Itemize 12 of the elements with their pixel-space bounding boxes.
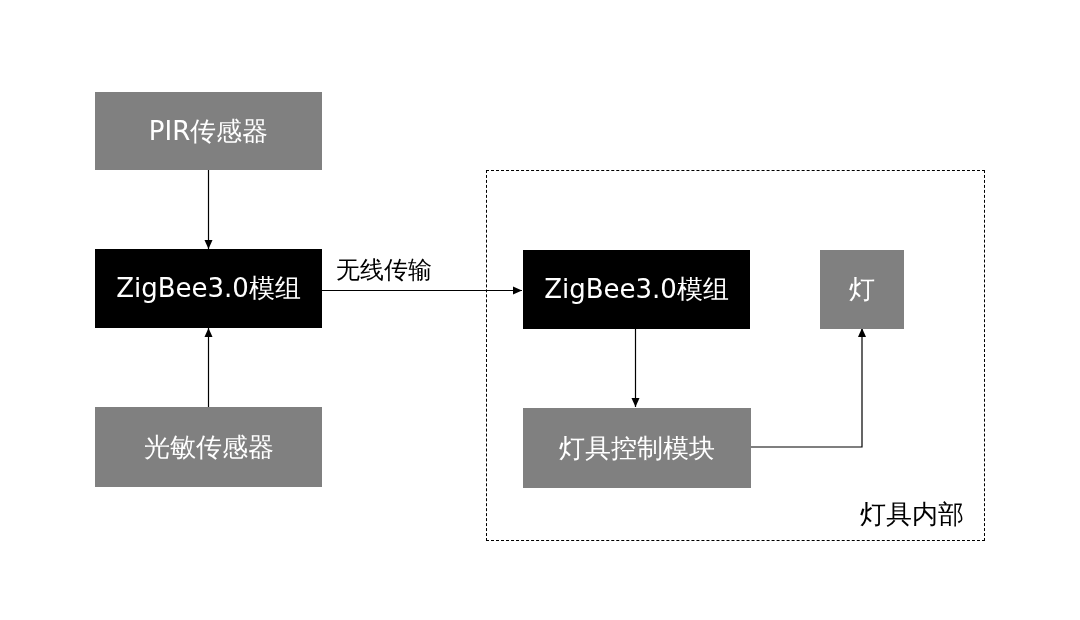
arrow	[204, 169, 213, 250]
process-box: ZigBee3.0模组	[95, 249, 322, 328]
process-box: 光敏传感器	[95, 407, 322, 487]
container-label: 灯具内部	[860, 498, 964, 531]
process-box: 灯	[820, 250, 904, 329]
arrow	[631, 327, 640, 408]
process-box: 灯具控制模块	[523, 408, 751, 488]
arrow	[204, 327, 213, 408]
arrow	[321, 286, 523, 295]
process-box: ZigBee3.0模组	[523, 250, 750, 329]
dashed-container	[486, 170, 985, 541]
process-box: PIR传感器	[95, 92, 322, 170]
